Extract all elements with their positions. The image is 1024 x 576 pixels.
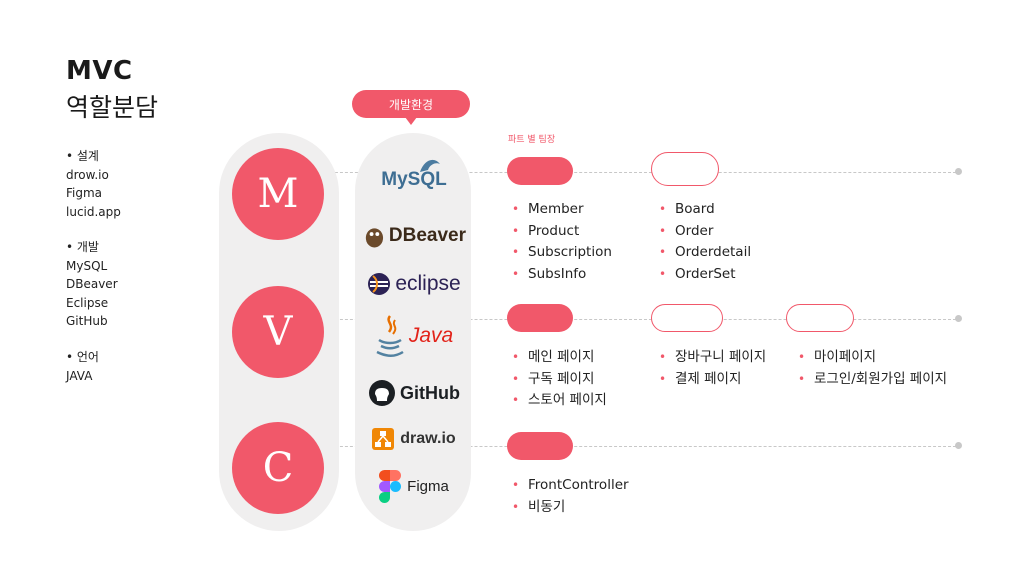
bullet: • — [512, 223, 520, 238]
bullet: • — [512, 393, 520, 408]
eclipse-label: eclipse — [395, 272, 461, 295]
list-item: •비동기 — [512, 497, 629, 519]
java-logo: Java — [362, 314, 466, 358]
drawio-logo: draw.io — [362, 422, 466, 456]
section-heading: • 개발 — [66, 240, 99, 254]
lang-section: • 언어 JAVA — [66, 348, 99, 385]
mysql-logo: MySQL — [362, 156, 466, 190]
list-item: •Product — [512, 221, 612, 243]
bullet: • — [512, 371, 520, 386]
view-member-badge-1 — [651, 304, 723, 332]
bullet: • — [659, 223, 667, 238]
view-member-badge-2 — [786, 304, 854, 332]
list-item: •OrderSet — [659, 264, 751, 286]
list-item: Figma — [66, 186, 103, 200]
list-item: •스토어 페이지 — [512, 390, 607, 412]
row-v-connector — [320, 319, 956, 320]
env-badge: 개발환경 — [352, 90, 470, 118]
list-item: lucid.app — [66, 204, 121, 219]
bullet: • — [659, 245, 667, 260]
eclipse-logo: eclipse — [362, 267, 466, 301]
list-item: JAVA — [66, 368, 93, 383]
list-item: •Board — [659, 199, 751, 221]
figma-logo: Figma — [362, 469, 466, 503]
list-item: MySQL — [66, 258, 108, 273]
list-item: •Member — [512, 199, 612, 221]
view-leader-badge — [507, 304, 573, 332]
model-list-left: •Member •Product •Subscription •SubsInfo — [512, 199, 612, 285]
figma-label: Figma — [407, 477, 449, 495]
list-item: •FrontController — [512, 475, 629, 497]
list-item: •Orderdetail — [659, 242, 751, 264]
list-item: •SubsInfo — [512, 264, 612, 286]
beaver-icon — [365, 228, 384, 248]
dbeaver-label: DBeaver — [388, 225, 466, 246]
page-title: MVC — [66, 56, 133, 86]
dolphin-icon — [420, 159, 440, 172]
controller-leader-badge — [507, 432, 573, 460]
list-item: drow.io — [66, 167, 109, 182]
list-item: GitHub — [66, 314, 108, 328]
list-item: •장바구니 페이지 — [659, 347, 766, 369]
row-v-end-dot — [955, 315, 962, 322]
list-item: •Order — [659, 221, 751, 243]
bullet: • — [512, 499, 520, 514]
list-item: •Subscription — [512, 242, 612, 264]
dev-section: • 개발 MySQL DBeaver Eclipse GitHub — [66, 238, 118, 331]
bullet: • — [798, 371, 806, 386]
section-heading: • 언어 — [66, 350, 99, 364]
design-section: • 설계 drow.io Figma lucid.app — [66, 147, 121, 221]
list-item: DBeaver — [66, 277, 118, 291]
bullet: • — [512, 350, 520, 364]
github-logo: GitHub — [362, 376, 466, 410]
bullet: • — [512, 478, 520, 492]
list-item: •구독 페이지 — [512, 369, 607, 391]
list-item: •결제 페이지 — [659, 369, 766, 391]
view-list-left: •메인 페이지 •구독 페이지 •스토어 페이지 — [512, 347, 607, 412]
row-m-connector — [320, 172, 956, 173]
model-member-badge — [651, 152, 719, 186]
env-badge-pointer — [405, 117, 417, 125]
dbeaver-logo: DBeaver — [362, 219, 466, 253]
view-list-mid: •장바구니 페이지 •결제 페이지 — [659, 347, 766, 390]
eclipse-icon — [368, 273, 391, 295]
drawio-label: draw.io — [400, 430, 456, 447]
bullet: • — [659, 350, 667, 364]
bullet: • — [512, 245, 520, 260]
model-list-right: •Board •Order •Orderdetail •OrderSet — [659, 199, 751, 285]
model-leader-badge — [507, 157, 573, 185]
list-item: •로그인/회원가입 페이지 — [798, 369, 947, 391]
view-list-right: •마이페이지 •로그인/회원가입 페이지 — [798, 347, 947, 390]
model-circle: M — [232, 148, 324, 240]
list-item: Eclipse — [66, 295, 109, 310]
bullet: • — [512, 202, 520, 216]
figma-icon — [379, 470, 402, 503]
list-item: •메인 페이지 — [512, 347, 607, 369]
tools-column — [355, 133, 471, 531]
mysql-label: MySQL — [381, 169, 447, 190]
row-c-end-dot — [955, 442, 962, 449]
row-c-connector — [320, 446, 956, 447]
page-subtitle: 역할분담 — [66, 93, 159, 122]
bullet: • — [659, 371, 667, 386]
github-icon — [369, 380, 395, 406]
java-cup-icon — [376, 315, 404, 357]
section-heading: • 설계 — [66, 149, 99, 163]
part-leader-label: 파트 별 팀장 — [508, 135, 556, 145]
drawio-icon — [372, 428, 395, 450]
bullet: • — [659, 266, 667, 281]
github-label: GitHub — [400, 382, 460, 403]
bullet: • — [512, 266, 520, 281]
controller-circle: C — [232, 422, 324, 514]
row-m-end-dot — [955, 168, 962, 175]
list-item: •마이페이지 — [798, 347, 947, 369]
view-circle: V — [232, 286, 324, 378]
bullet: • — [659, 202, 667, 216]
java-label: Java — [408, 324, 454, 347]
bullet: • — [798, 350, 806, 364]
controller-list: •FrontController •비동기 — [512, 475, 629, 518]
